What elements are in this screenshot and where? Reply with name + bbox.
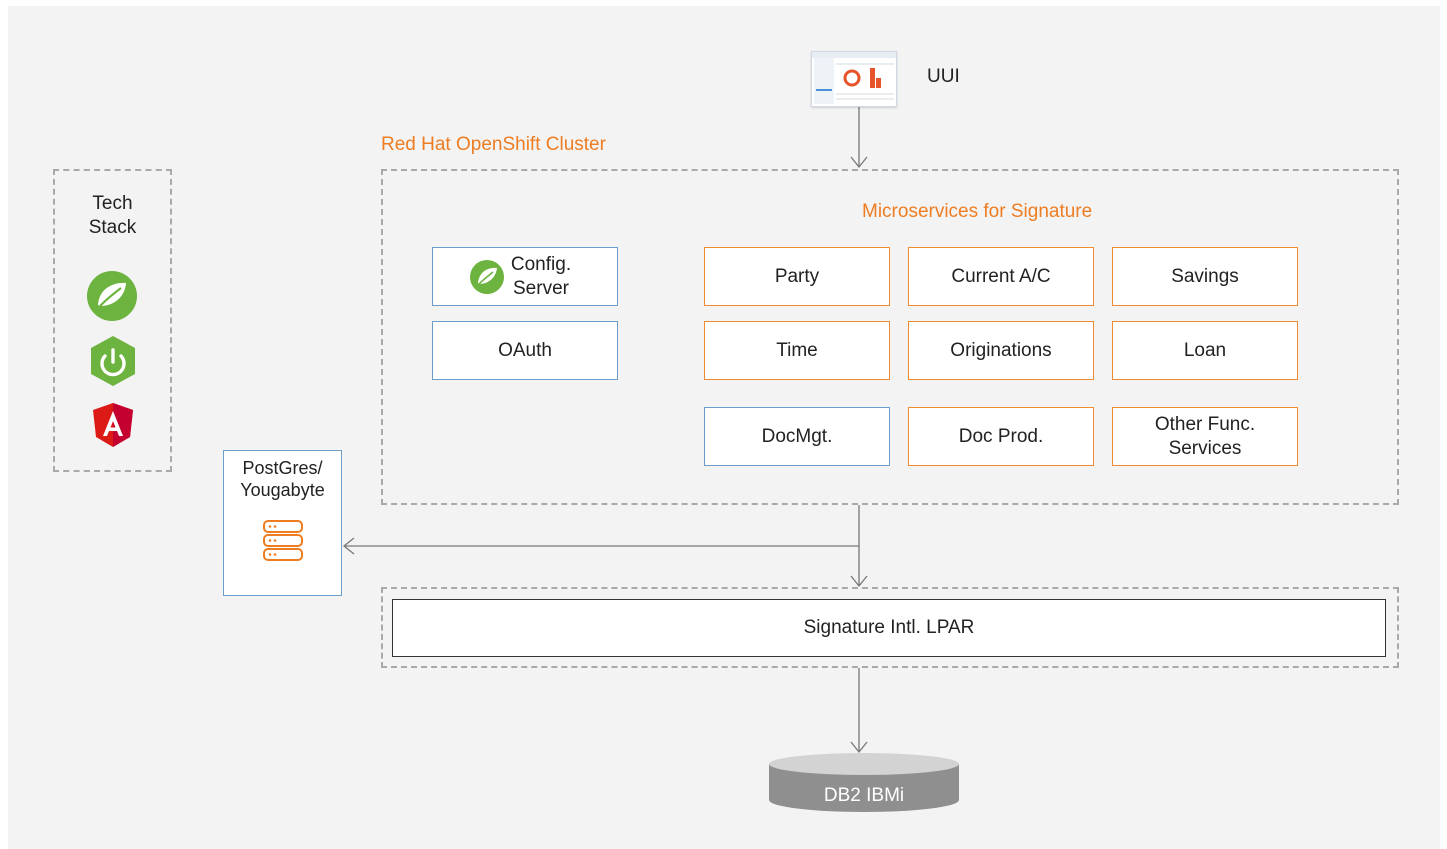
other-func-line1: Other Func. [1154,413,1256,435]
docmgt-label: DocMgt. [761,425,833,447]
arrowhead-lpar-to-db2 [850,741,868,754]
server-stack-icon [262,520,303,561]
microservices-title: Microservices for Signature [862,201,1093,222]
other-func-line2: Services [1168,437,1242,459]
tech-stack-title-line1: Tech [92,193,133,214]
config-server-line2: Server [513,277,569,299]
arrowhead-uui-to-cluster [850,156,868,169]
savings-service[interactable]: Savings [1112,247,1298,306]
docmgt-service[interactable]: DocMgt. [704,407,890,466]
openshift-cluster [381,169,1399,505]
party-service[interactable]: Party [704,247,890,306]
angular-icon [93,403,133,447]
spring-icon [469,259,504,294]
oauth-box[interactable]: OAuth [432,321,618,380]
spring-boot-icon [91,336,135,386]
config-server-box[interactable]: Config. Server [432,247,618,306]
lpar-container [381,587,1399,668]
tech-stack-title-line2: Stack [88,217,137,238]
cluster-title: Red Hat OpenShift Cluster [381,134,606,155]
savings-label: Savings [1171,265,1239,287]
arrowhead-to-database [342,537,355,555]
ui-screenshot-icon [811,51,897,107]
database-line1: PostGres/ [242,458,323,478]
loan-label: Loan [1183,339,1227,361]
party-label: Party [774,265,820,287]
other-func-services[interactable]: Other Func. Services [1112,407,1298,466]
arrowhead-cluster-to-lpar [850,575,868,588]
time-service[interactable]: Time [704,321,890,380]
lpar-label: Signature Intl. LPAR [803,617,975,638]
config-server-line1: Config. [510,253,572,275]
db2-cylinder[interactable] [767,752,961,814]
signature-lpar-box[interactable]: Signature Intl. LPAR [392,599,1386,657]
current-ac-label: Current A/C [951,265,1051,287]
originations-label: Originations [950,339,1052,361]
spring-icon [87,271,137,321]
postgres-yugabyte-box[interactable]: PostGres/ Yougabyte [223,450,342,596]
doc-prod-label: Doc Prod. [958,425,1044,447]
oauth-label: OAuth [498,339,552,361]
time-label: Time [776,339,818,361]
loan-service[interactable]: Loan [1112,321,1298,380]
doc-prod-service[interactable]: Doc Prod. [908,407,1094,466]
database-line2: Yougabyte [240,480,325,500]
ui-label: UUI [927,66,960,87]
current-ac-service[interactable]: Current A/C [908,247,1094,306]
db2-label: DB2 IBMi [823,785,905,806]
originations-service[interactable]: Originations [908,321,1094,380]
tech-stack-panel: Tech Stack [53,169,172,472]
